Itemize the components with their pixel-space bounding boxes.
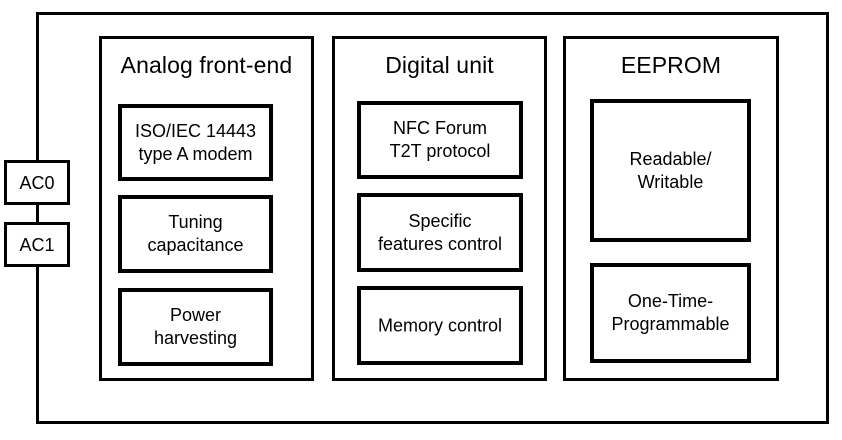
- pin-ac1[interactable]: AC1: [4, 222, 70, 267]
- section-eeprom-title: EEPROM: [620, 52, 722, 78]
- unit-line-2: capacitance: [147, 235, 244, 255]
- unit-line-1: Tuning: [168, 212, 223, 232]
- section-analog-front-end-title: Analog front-end: [120, 52, 293, 78]
- unit-line-1: NFC Forum: [393, 118, 487, 138]
- unit-one-time-programmable-label: One-Time- Programmable: [598, 290, 743, 336]
- unit-line-1: Memory control: [377, 315, 503, 335]
- unit-line-1: One-Time-: [627, 291, 714, 311]
- unit-line-2: Writable: [637, 171, 704, 192]
- unit-line-2: features control: [377, 233, 503, 254]
- unit-readable-writable[interactable]: Readable/ Writable: [590, 99, 751, 242]
- section-digital-unit-title: Digital unit: [385, 52, 494, 78]
- unit-nfc-forum-t2t-protocol[interactable]: NFC Forum T2T protocol: [357, 101, 523, 179]
- unit-iso-iec-14443-type-a-modem-label: ISO/IEC 14443 type A modem: [126, 120, 265, 166]
- unit-power-harvesting[interactable]: Power harvesting: [118, 288, 273, 366]
- unit-tuning-capacitance[interactable]: Tuning capacitance: [118, 195, 273, 273]
- unit-specific-features-control-label: Specific features control: [365, 210, 515, 256]
- unit-one-time-programmable[interactable]: One-Time- Programmable: [590, 263, 751, 363]
- unit-nfc-forum-t2t-protocol-label: NFC Forum T2T protocol: [365, 117, 515, 163]
- unit-line-1: ISO/IEC 14443: [134, 120, 257, 141]
- unit-specific-features-control[interactable]: Specific features control: [357, 193, 523, 272]
- pin-ac1-label: AC1: [19, 234, 55, 255]
- unit-line-1: Readable/: [629, 148, 712, 169]
- pin-ac0-label: AC0: [19, 172, 55, 193]
- unit-iso-iec-14443-type-a-modem[interactable]: ISO/IEC 14443 type A modem: [118, 104, 273, 181]
- unit-tuning-capacitance-label: Tuning capacitance: [126, 211, 265, 257]
- pin-ac0[interactable]: AC0: [4, 160, 70, 205]
- unit-memory-control[interactable]: Memory control: [357, 286, 523, 365]
- unit-memory-control-label: Memory control: [365, 314, 515, 337]
- antenna-wire-vertical: [36, 12, 39, 424]
- unit-line-2: harvesting: [153, 328, 238, 348]
- unit-line-1: Power: [169, 305, 222, 325]
- unit-line-2: T2T protocol: [389, 141, 491, 161]
- unit-power-harvesting-label: Power harvesting: [126, 304, 265, 350]
- unit-line-2: Programmable: [611, 314, 730, 334]
- unit-line-1: Specific: [408, 210, 472, 231]
- unit-line-2: type A modem: [138, 143, 253, 164]
- unit-readable-writable-label: Readable/ Writable: [598, 148, 743, 194]
